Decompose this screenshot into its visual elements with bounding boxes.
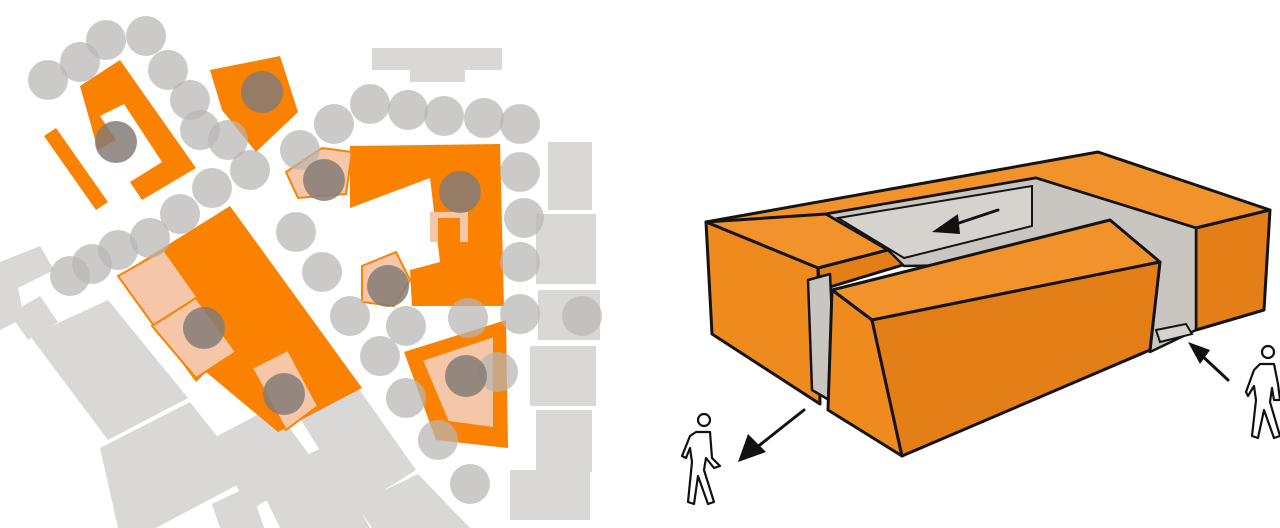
context-buildings — [0, 48, 600, 528]
tree-canopy — [192, 168, 232, 208]
context-block — [0, 246, 54, 330]
trees — [28, 16, 602, 504]
tree-canopy — [314, 104, 354, 144]
tree-canopy-highlight — [263, 373, 305, 415]
pedestrian-icon — [680, 412, 722, 506]
tree-canopy — [160, 194, 200, 234]
tree-canopy — [464, 98, 504, 138]
massing-sketch — [680, 150, 1280, 506]
arrow-icon — [1188, 342, 1230, 382]
context-block — [530, 346, 596, 406]
tree-canopy — [424, 96, 464, 136]
building-bracket — [80, 60, 196, 200]
context-block — [30, 300, 188, 440]
context-block — [256, 446, 370, 528]
right-wing-face — [1194, 208, 1272, 332]
entry-notch — [1154, 322, 1194, 344]
tree-canopy — [360, 336, 400, 376]
tree-canopy — [302, 252, 342, 292]
context-block — [296, 382, 416, 508]
tree-canopy — [28, 60, 68, 100]
context-block — [548, 142, 592, 210]
parcel-highlight — [116, 248, 200, 328]
context-block — [212, 486, 264, 528]
tree-canopy — [230, 150, 270, 190]
inner-mark — [460, 212, 468, 242]
tree-canopy — [500, 104, 540, 144]
tree-canopy — [500, 242, 540, 282]
tree-canopy-highlight — [303, 159, 345, 201]
left-wing-front — [704, 220, 822, 406]
courtyard-wall — [835, 184, 1033, 260]
tree-canopy — [386, 306, 426, 346]
front-bar-side — [870, 260, 1162, 458]
tree-canopy-highlight — [367, 265, 409, 307]
tree-canopy — [276, 212, 316, 252]
tree-canopy — [350, 84, 390, 124]
site-plan — [0, 16, 602, 528]
tree-canopy — [388, 90, 428, 130]
context-block — [410, 66, 465, 82]
context-block — [536, 410, 592, 472]
context-block — [372, 48, 502, 70]
tree-canopy — [448, 298, 488, 338]
context-block — [536, 214, 596, 284]
inner-mark — [430, 212, 438, 242]
context-block — [356, 474, 470, 528]
arrow-icon — [738, 408, 806, 462]
tree-canopy — [130, 218, 170, 258]
building-bar — [44, 128, 108, 210]
tree-canopy — [148, 50, 188, 90]
context-block — [510, 470, 590, 520]
context-block — [100, 402, 250, 528]
tree-canopy — [86, 20, 126, 60]
tree-canopy — [500, 152, 540, 192]
pedestrian-icon — [1244, 344, 1280, 440]
tree-canopy — [280, 130, 320, 170]
inner-mark — [430, 212, 468, 218]
context-block — [10, 296, 58, 340]
tree-canopy-highlight — [445, 355, 487, 397]
tree-canopy — [562, 296, 602, 336]
tree-canopy — [50, 256, 90, 296]
tree-canopy-highlight — [439, 171, 481, 213]
tree-canopy — [450, 464, 490, 504]
tree-canopy — [330, 296, 370, 336]
project-buildings — [44, 56, 508, 448]
tree-canopy — [504, 198, 544, 238]
tree-canopy — [418, 420, 458, 460]
tree-canopy — [478, 352, 518, 392]
tree-canopy — [208, 120, 248, 160]
tree-canopy-highlight — [183, 307, 225, 349]
tree-canopy — [386, 378, 426, 418]
arrow-icon — [932, 208, 1000, 234]
tree-canopy-highlight — [95, 121, 137, 163]
tree-canopy-highlight — [241, 71, 283, 113]
tree-canopy — [126, 16, 166, 56]
tree-canopy — [500, 294, 540, 334]
